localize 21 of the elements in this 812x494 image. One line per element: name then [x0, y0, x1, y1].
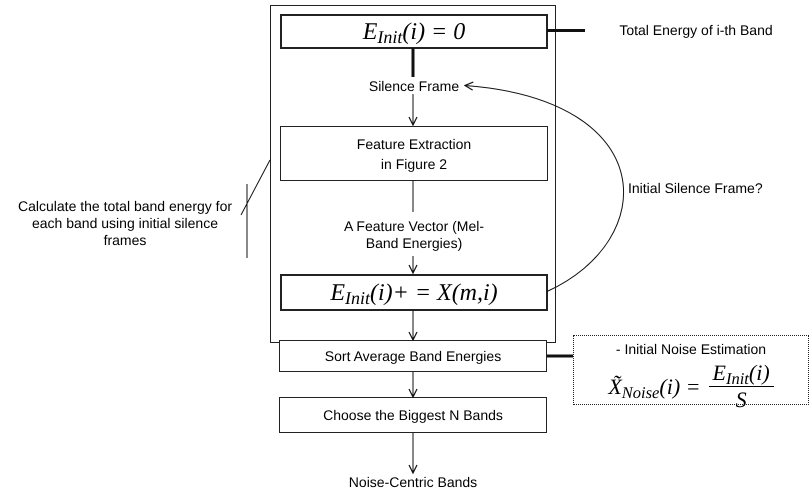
formula-box: E$_{Init}$(i) = 0 [280, 14, 548, 49]
process-box: Sort Average Band Energies [279, 340, 547, 372]
connector-line [412, 48, 414, 77]
edge-label: Initial Silence Frame? [628, 180, 763, 197]
connector-line [412, 180, 414, 212]
arrow [408, 94, 418, 126]
formula-box: E$_{Init}$(i)+ = X(m,i) [280, 274, 548, 311]
arrow [408, 432, 418, 474]
process-box: Choose the Biggest N Bands [279, 397, 547, 433]
fraction: E$_{Init}$(i) S [708, 362, 774, 411]
arrow [408, 256, 418, 274]
note-heading: - Initial Noise Estimation [616, 340, 766, 358]
process-box: Feature Extraction in Figure 2 [280, 126, 548, 181]
connector-line [240, 160, 270, 216]
connector-line [547, 29, 585, 32]
arrow [464, 82, 624, 292]
group-box [270, 5, 556, 343]
arrow [408, 310, 418, 341]
connector-line [547, 354, 573, 358]
arrow [408, 372, 418, 398]
formula-text: X̃$_{Noise}$(i) = [608, 376, 701, 398]
